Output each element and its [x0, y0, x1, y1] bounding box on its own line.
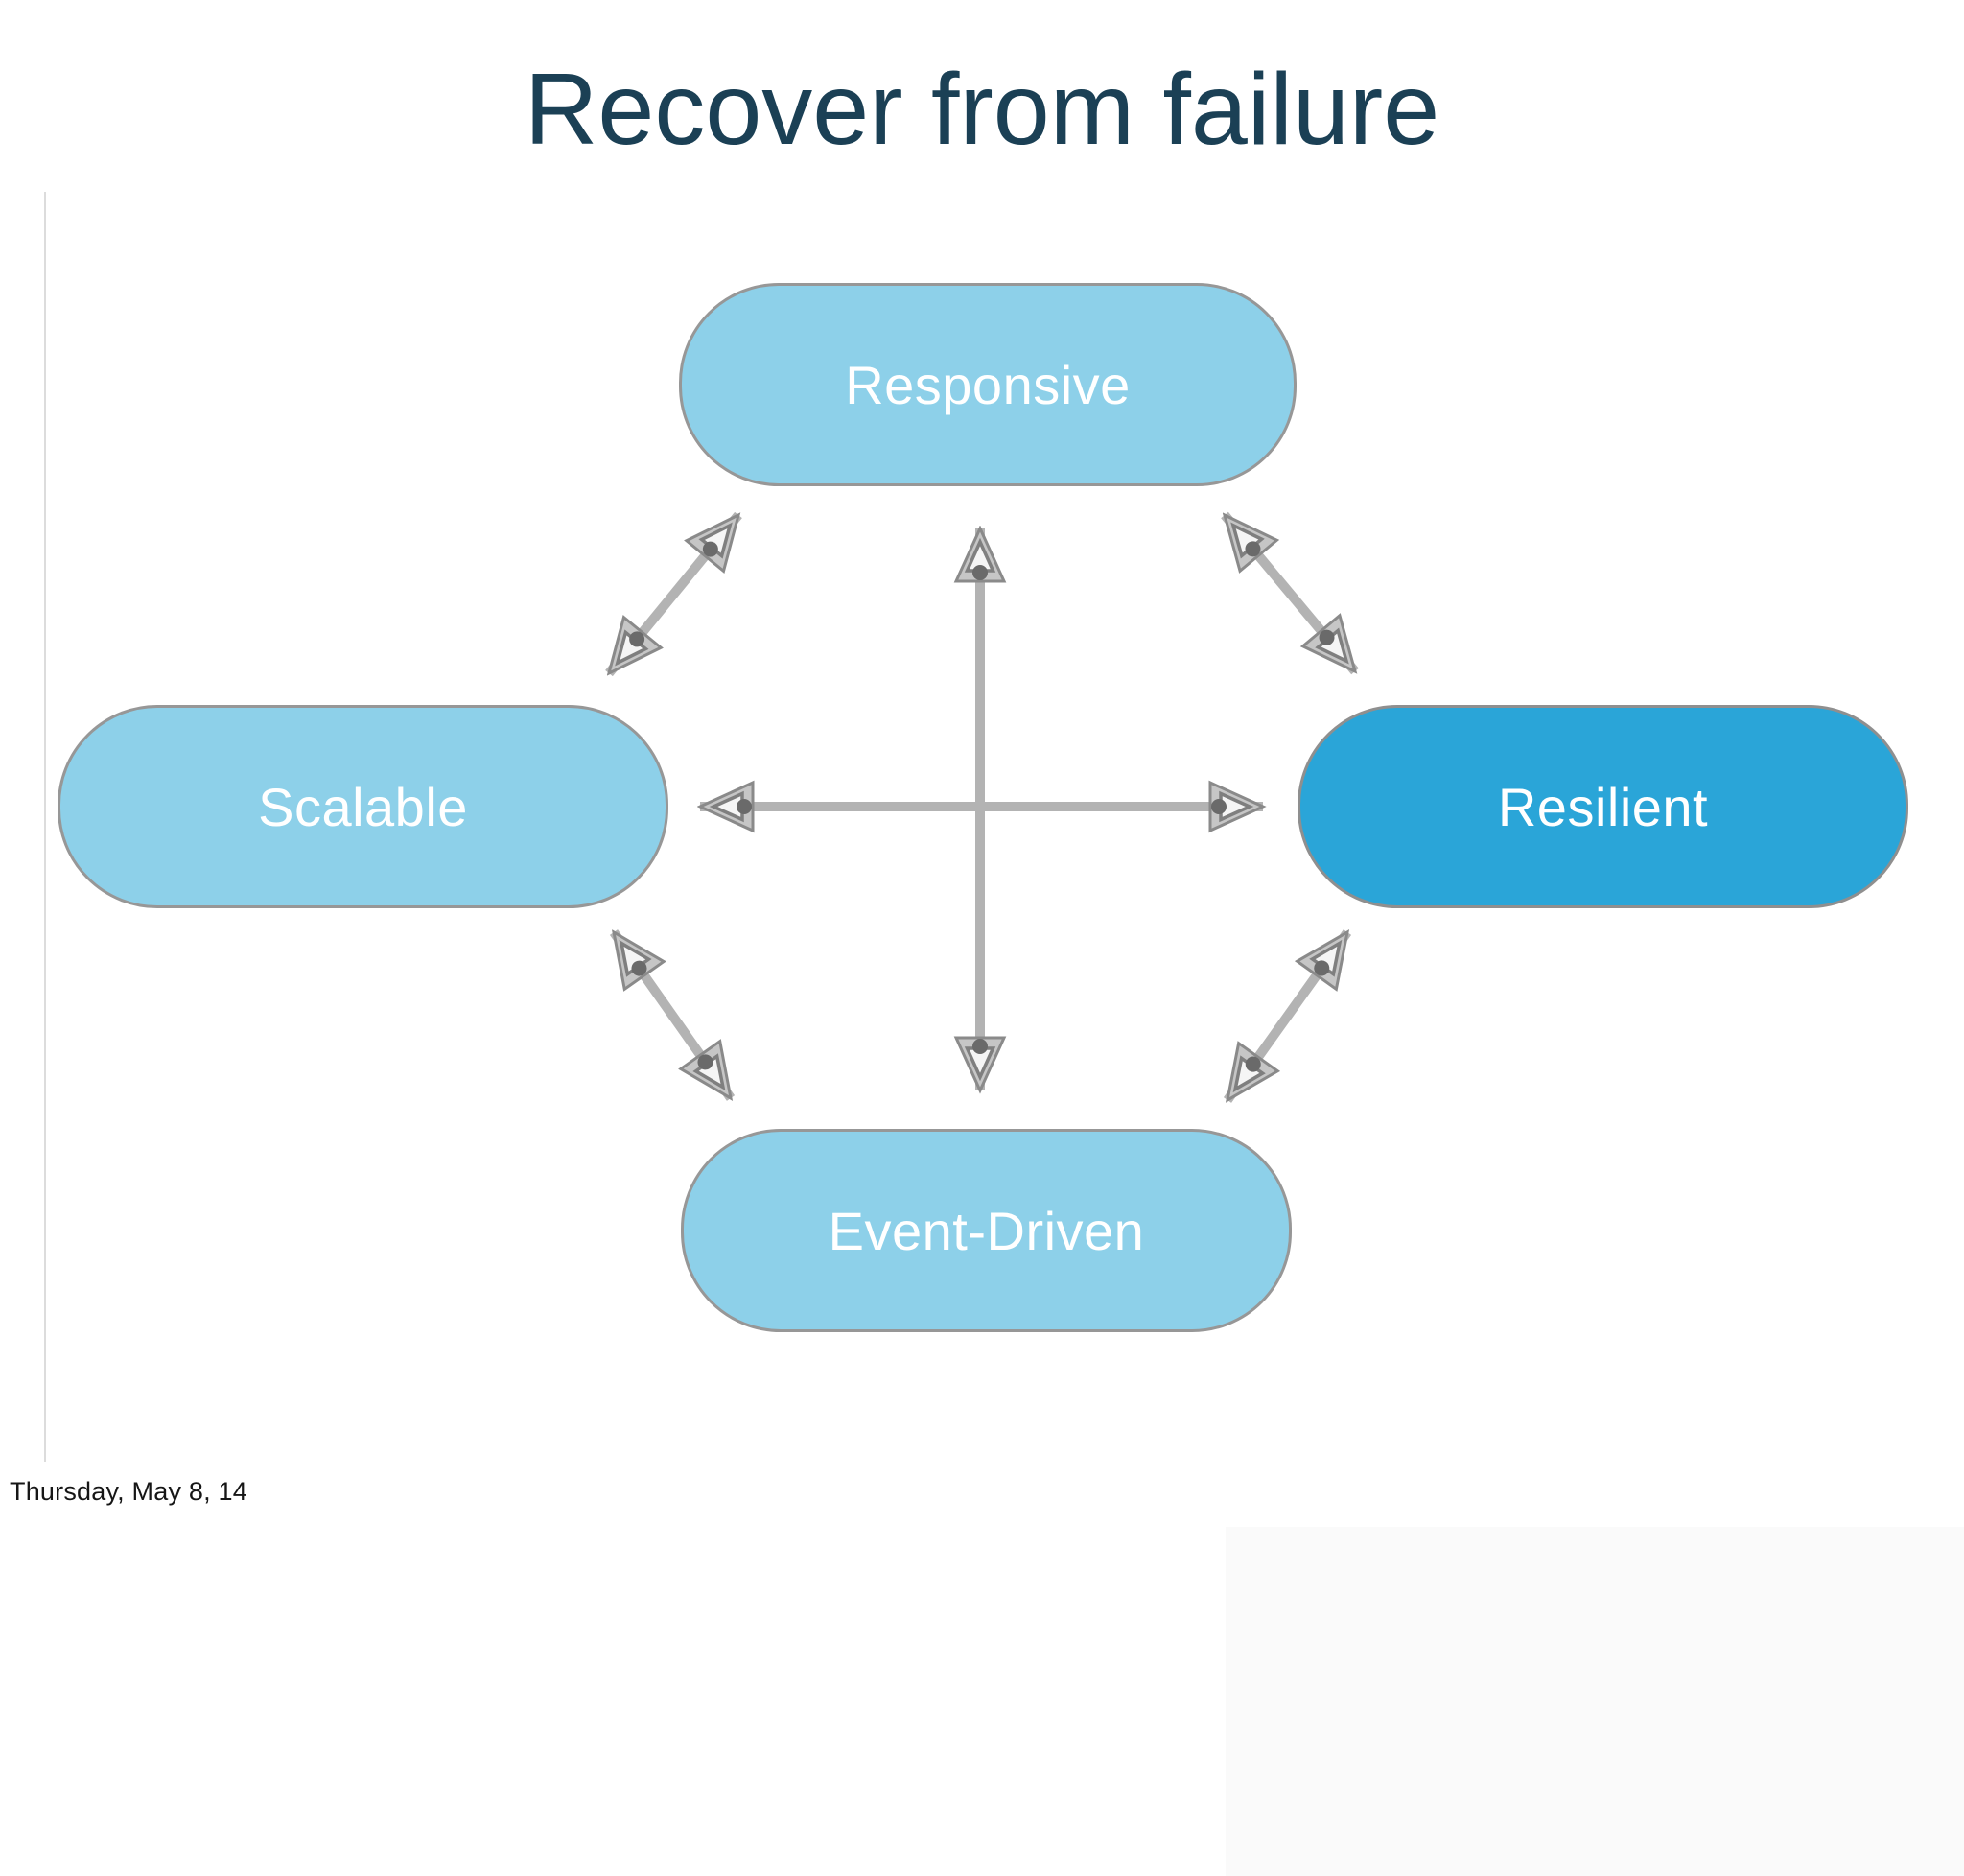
content-left-edge-line — [44, 192, 46, 1462]
page-title: Recover from failure — [524, 53, 1440, 166]
node-responsive-label: Responsive — [845, 354, 1131, 415]
arrow-scalable-responsive — [605, 511, 742, 677]
node-scalable-label: Scalable — [258, 776, 468, 837]
node-resilient-label: Resilient — [1497, 776, 1709, 837]
slide-date-footer: Thursday, May 8, 14 — [10, 1477, 247, 1506]
arrow-scalable-eventdriven — [609, 932, 736, 1098]
node-responsive: Responsive — [679, 283, 1297, 486]
node-scalable: Scalable — [58, 705, 668, 908]
arrow-eventdriven-resilient — [1223, 932, 1352, 1100]
node-resilient: Resilient — [1298, 705, 1908, 908]
node-event-driven: Event-Driven — [681, 1129, 1292, 1332]
node-event-driven-label: Event-Driven — [828, 1200, 1145, 1261]
page-corner-tint — [1226, 1527, 1964, 1876]
arrow-responsive-resilient — [1221, 511, 1359, 675]
